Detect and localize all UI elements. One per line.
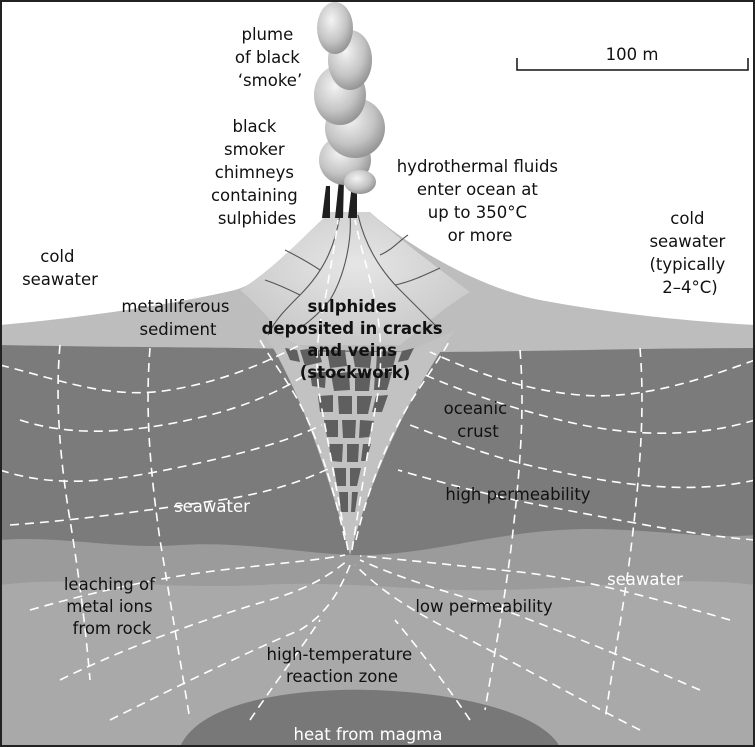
leaching-label: leaching of metal ions from rock: [64, 575, 160, 638]
heat-from-magma-label: heat from magma: [294, 725, 443, 744]
high-permeability-label: high permeability: [445, 485, 590, 504]
plume-label: plume of black ‘smoke’: [235, 25, 305, 90]
low-permeability-label: low permeability: [415, 597, 553, 616]
seawater-right-label: seawater: [607, 570, 683, 589]
seawater-left-label: seawater: [174, 497, 250, 516]
scale-bar-label: 100 m: [606, 45, 659, 64]
